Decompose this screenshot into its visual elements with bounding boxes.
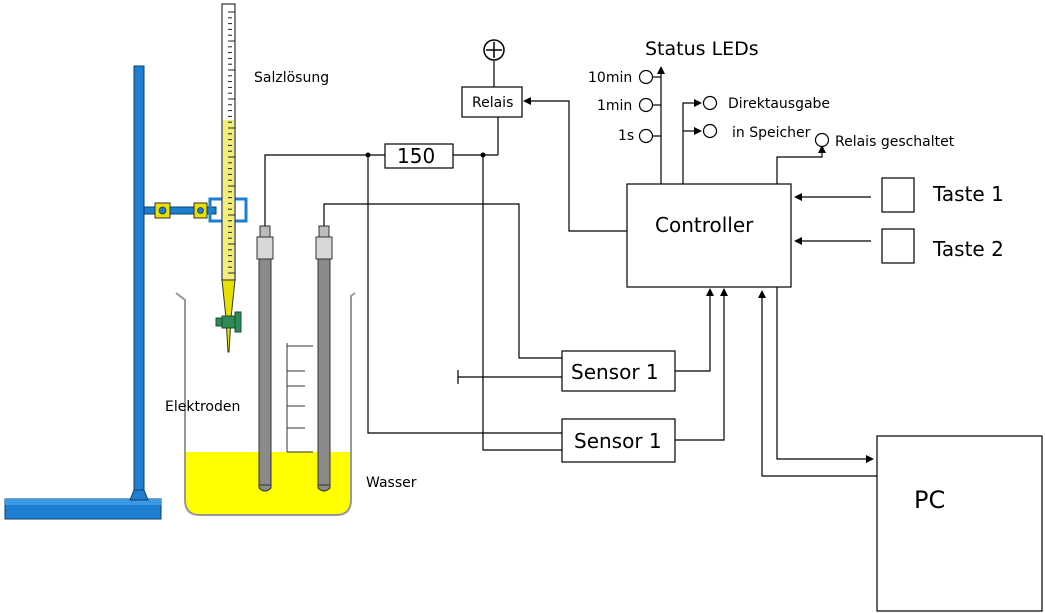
key1-button[interactable] xyxy=(881,177,915,213)
valve-knob xyxy=(215,317,223,327)
junction-dot xyxy=(480,152,486,158)
led-10min-icon xyxy=(638,69,654,85)
clamp-arm xyxy=(143,206,217,215)
key2-button[interactable] xyxy=(881,228,915,264)
controller-box xyxy=(626,183,792,288)
key2-label: Taste 2 xyxy=(932,237,1004,261)
beaker-graduation xyxy=(286,343,313,453)
sensor1-bottom-label: Sensor 1 xyxy=(574,429,662,453)
burette-scale xyxy=(228,11,235,274)
led-1min-icon xyxy=(638,97,654,113)
valve-body xyxy=(221,315,237,329)
led-1s-label: 1s xyxy=(618,128,634,144)
resistor-label: 150 xyxy=(397,144,435,168)
stand-rod-foot xyxy=(129,489,149,501)
water-label: Wasser xyxy=(366,475,417,491)
stand-base-top xyxy=(5,499,161,505)
sensor1-top-label: Sensor 1 xyxy=(571,360,659,384)
direct-output-label: Direktausgabe xyxy=(728,96,830,112)
clamp-nut-right-hole xyxy=(197,207,204,214)
led-1min-label: 1min xyxy=(597,98,632,114)
electrode-left xyxy=(256,225,274,492)
burette-liquid xyxy=(223,120,234,280)
led-10min-label: 10min xyxy=(588,70,632,86)
relay-box xyxy=(461,86,523,118)
resistor-box xyxy=(384,143,454,169)
pc-label: PC xyxy=(914,486,945,514)
electrode-right xyxy=(315,225,333,492)
in-memory-label: in Speicher xyxy=(732,125,811,141)
burette xyxy=(215,3,242,353)
salt-solution-label: Salzlösung xyxy=(254,70,329,86)
relay-switched-label: Relais geschaltet xyxy=(835,134,955,150)
wiring xyxy=(264,61,877,477)
clamp-nut-left-hole xyxy=(158,206,167,215)
electrodes-label: Elektroden xyxy=(165,399,240,415)
led-in-memory-icon xyxy=(702,123,718,139)
controller-label: Controller xyxy=(655,213,754,237)
stand-rod xyxy=(133,65,145,501)
key1-label: Taste 1 xyxy=(932,182,1004,206)
plus-terminal-icon xyxy=(483,39,505,61)
led-direct-output-icon xyxy=(702,95,718,111)
lab-stand xyxy=(4,65,248,520)
sensor1-top-box xyxy=(561,350,676,392)
relay-label: Relais xyxy=(472,95,513,111)
beaker-outline xyxy=(175,292,356,516)
valve-handle xyxy=(234,311,242,333)
led-1s-icon xyxy=(638,128,654,144)
led-relay-switched-icon xyxy=(814,132,830,148)
pc-box xyxy=(876,435,1043,612)
status-leds-title: Status LEDs xyxy=(645,38,759,60)
burette-tip xyxy=(221,279,236,319)
sensor1-bottom-box xyxy=(561,418,676,463)
junction-dot xyxy=(365,152,371,158)
